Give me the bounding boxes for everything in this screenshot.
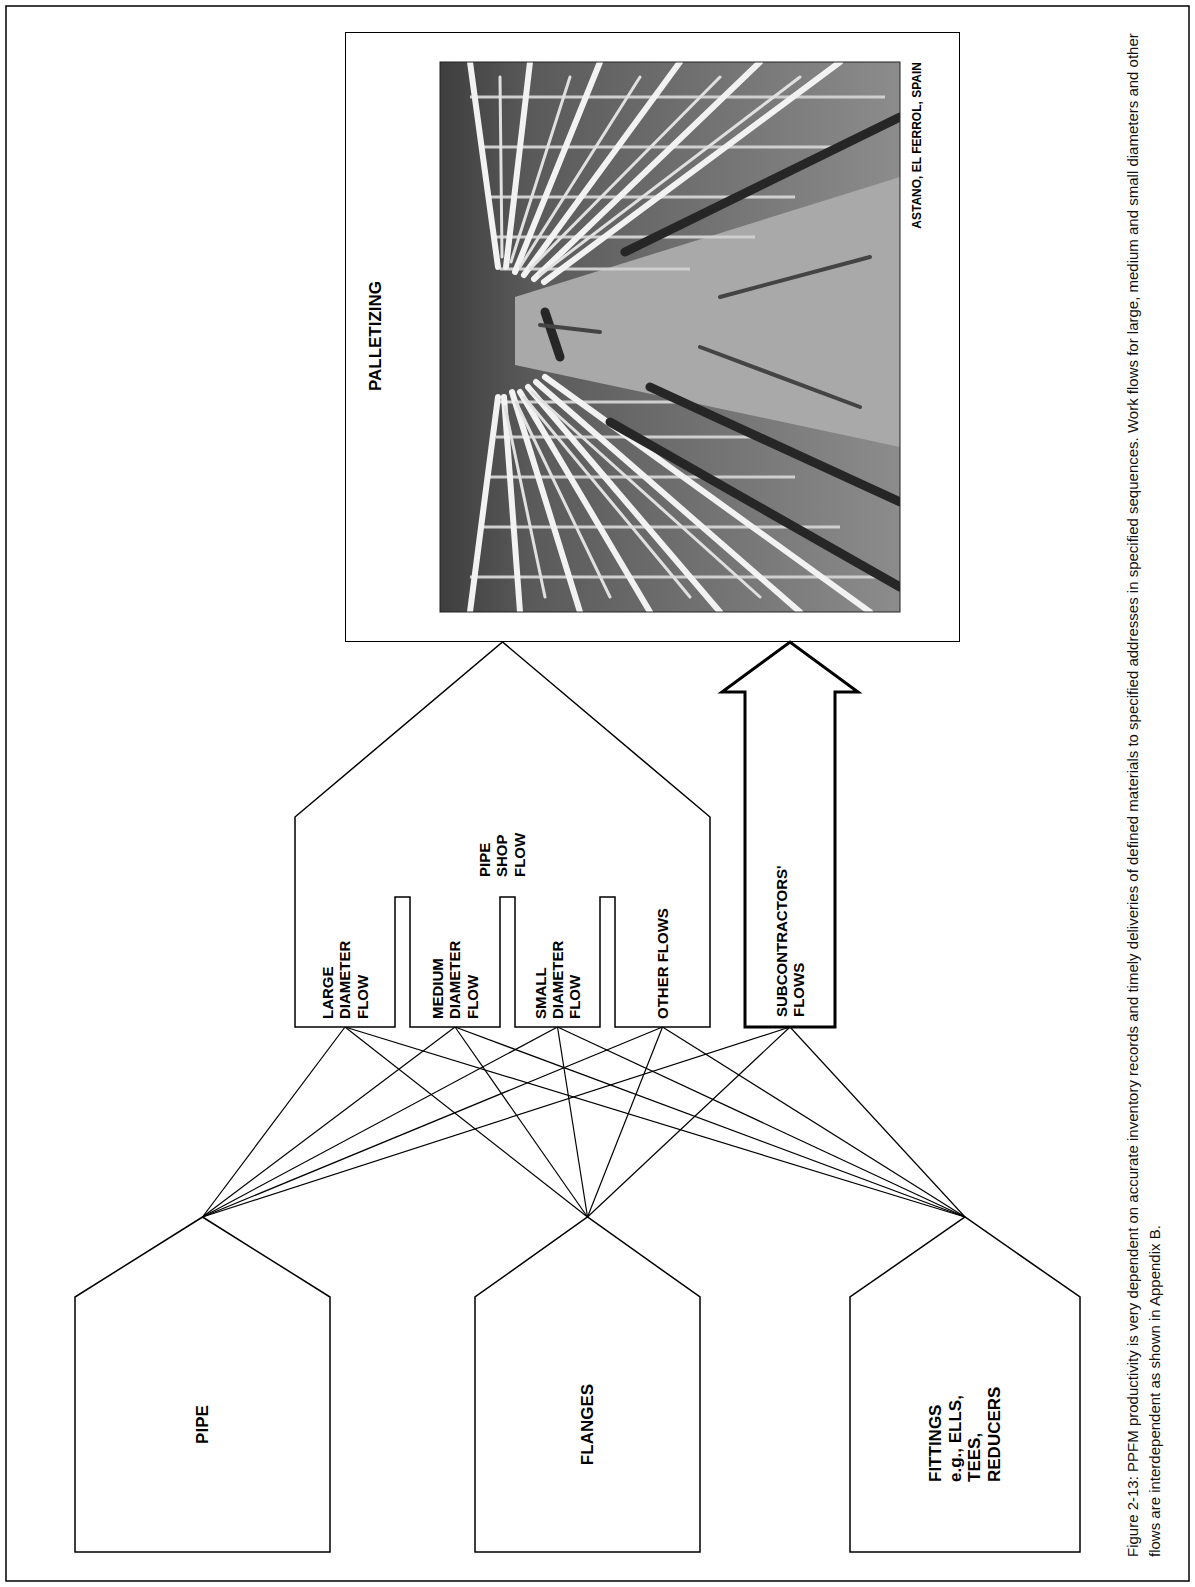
photo-credit: ASTANO, EL FERROL, SPAIN [910,62,924,387]
connector-line [345,1027,965,1217]
connector-line [203,1027,663,1217]
connector-line [203,1027,346,1217]
material-pentagon: FLANGES [475,1217,700,1552]
connector-line [558,1027,966,1217]
material-label: PIPE [193,1297,213,1552]
box-title: PALLETIZING [366,31,386,641]
page-frame [6,6,1189,1581]
connector-line [345,1027,588,1217]
flow-leg: SMALL DIAMETER FLOW [515,897,600,1027]
shape-path [475,1217,700,1552]
photo-box: PALLETIZING [345,32,960,642]
flow-label: OTHER FLOWS [654,901,671,1019]
material-label: FITTINGS e.g., ELLS, TEES, REDUCERS [926,1367,1004,1482]
connector-line [203,1027,558,1217]
material-label: FLANGES [578,1297,598,1552]
flow-arrow: SUBCONTRACTORS' FLOWS [722,642,858,1027]
shape-outline [295,642,710,1027]
connector-line [558,1027,588,1217]
shape-path [722,642,858,1027]
flow-label: SMALL DIAMETER FLOW [532,901,584,1019]
flow-arrow: PIPE SHOP FLOW LARGE DIAMETER FLOW MEDIUM … [295,642,710,1027]
flow-label: MEDIUM DIAMETER FLOW [429,901,481,1019]
palletizing-photo [440,62,900,612]
connector-line [663,1027,966,1217]
flow-leg: LARGE DIAMETER FLOW [295,897,395,1027]
flow-label: LARGE DIAMETER FLOW [319,901,371,1019]
shape-path [850,1217,1080,1552]
connector-line [588,1027,663,1217]
photo-edge [440,62,900,612]
flow-label: PIPE SHOP FLOW [476,815,528,877]
connector-line [203,1027,791,1217]
shape-outline [75,1217,330,1552]
flow-leg: OTHER FLOWS [615,897,710,1027]
shape-path [295,642,710,1027]
material-pentagon: FITTINGS e.g., ELLS, TEES, REDUCERS [850,1217,1080,1552]
figure-caption: Figure 2-13: PPFM productivity is very d… [1122,32,1166,1557]
flow-leg: MEDIUM DIAMETER FLOW [410,897,500,1027]
connector-line [790,1027,965,1217]
connector-line [455,1027,588,1217]
material-pentagon: PIPE [75,1217,330,1552]
shape-outline [850,1217,1080,1552]
connector-line [455,1027,965,1217]
connector-line [203,1027,456,1217]
flow-label: SUBCONTRACTORS' FLOWS [773,847,808,1017]
shape-path [75,1217,330,1552]
